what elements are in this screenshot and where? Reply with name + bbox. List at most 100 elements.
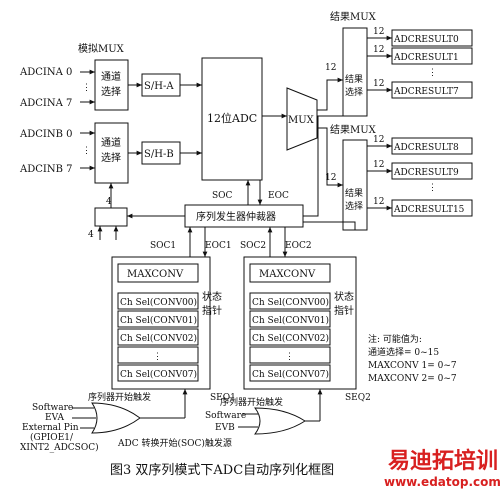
seq1-conv01-label: Ch Sel(CONV01) (120, 315, 197, 326)
channel-select-b-box (94, 122, 129, 184)
sequencer-arbiter-label: 序列发生器仲裁器 (196, 210, 276, 223)
watermark-url: www.edatop.com (384, 475, 500, 489)
bits-rb15: 12 (373, 197, 384, 207)
eva-label: EVA (45, 413, 64, 423)
xint-label: XINT2_ADCSOC) (20, 442, 99, 453)
seq1-label: SEQ1 (210, 393, 236, 403)
result-mux-bottom-box (342, 139, 368, 231)
bits-top-mux: 12 (325, 63, 336, 73)
eoc-label: EOC (268, 191, 289, 201)
channel-selector-box (94, 207, 128, 227)
bit4-label-bottom: 4 (88, 230, 94, 240)
result-top-1-label: ADCRESULT1 (393, 53, 459, 63)
evb-label: EVB (215, 423, 235, 433)
seq1-maxconv-label: MAXCONV (127, 269, 184, 280)
wire-mux-result-top (317, 77, 343, 111)
seq1-conv00-box (117, 292, 199, 310)
seq1-conv02-label: Ch Sel(CONV02) (120, 333, 197, 344)
channel-select-a-box (94, 59, 129, 111)
or-gate-seq2 (253, 407, 306, 435)
adcina7-label: ADCINA 7 (19, 98, 72, 109)
note-line3: MAXCONV 2= 0~7 (368, 374, 457, 384)
note-title: 注: 可能值为: (368, 333, 422, 345)
bits-rt0: 12 (373, 27, 384, 37)
adc-box (201, 57, 263, 181)
software-label-2: Software (205, 411, 246, 421)
figure-caption: 图3 双序列模式下ADC自动序列化框图 (110, 463, 334, 478)
soc1-label: SOC1 (150, 241, 176, 251)
seq2-label: SEQ2 (345, 393, 371, 403)
note-line2: MAXCONV 1= 0~7 (368, 361, 457, 371)
seq1-conv01-box (117, 310, 199, 328)
seq1-maxconv-box (117, 263, 199, 283)
result-top-7-label: ADCRESULT7 (393, 87, 459, 97)
wire-mux-result-bottom (317, 127, 343, 188)
seq1-conv02-box (117, 328, 199, 346)
result-top-0-label: ADCRESULT0 (393, 35, 459, 45)
seq2-state-ptr-line2: 指针 (334, 304, 354, 317)
seq2-conv02-label: Ch Sel(CONV02) (252, 333, 329, 344)
seq2-trigger-label: 序列器开始触发 (220, 396, 283, 408)
wire-arbiter-result-top (303, 115, 343, 217)
bits-rb9: 12 (373, 160, 384, 170)
result-sel-bottom-line1: 结果 (345, 187, 363, 199)
results-bottom-vdots: ⋮ (428, 183, 437, 193)
adcinb0-label: ADCINB 0 (19, 129, 72, 140)
output-mux-shape (286, 87, 318, 151)
seq2-conv02-box (249, 328, 331, 346)
result-bottom-8-label: ADCRESULT8 (393, 143, 459, 153)
eoc1-label: EOC1 (205, 241, 232, 251)
result-mux-top-box (342, 27, 368, 117)
output-mux-label: MUX (288, 115, 315, 126)
seq2-conv01-box (249, 310, 331, 328)
bits-rt1: 12 (373, 45, 384, 55)
soc-label: SOC (212, 191, 233, 201)
channel-select-a-line2: 选择 (101, 85, 121, 98)
adc-label: 12位ADC (207, 111, 257, 125)
bits-rt7: 12 (373, 79, 384, 89)
gpio-label: (GPIOE1/ (30, 432, 74, 443)
result-bottom-15-label: ADCRESULT15 (393, 205, 465, 215)
sha-label: S/H-A (144, 81, 174, 92)
seq1-state-ptr-line1: 状态 (202, 290, 222, 303)
result-sel-top-line1: 结果 (345, 73, 363, 85)
soc2-label: SOC2 (240, 241, 266, 251)
result-sel-top-line2: 选择 (345, 86, 363, 98)
seq2-conv01-label: Ch Sel(CONV01) (252, 315, 329, 326)
seq2-maxconv-box (249, 263, 331, 283)
seq1-trigger-label: 序列器开始触发 (88, 391, 151, 403)
seq2-conv07-label: Ch Sel(CONV07) (252, 369, 329, 380)
software-label-1: Software (32, 403, 73, 413)
seq1-conv00-label: Ch Sel(CONV00) (120, 297, 197, 308)
result-mux-bottom-title: 结果MUX (330, 123, 377, 136)
soc-trigger-source-label: ADC 转换开始(SOC)触发源 (117, 437, 232, 449)
channel-select-b-line2: 选择 (101, 151, 121, 164)
or-gate-seq1 (91, 402, 141, 434)
seq2-conv00-box (249, 292, 331, 310)
channel-select-b-line1: 通道 (101, 136, 121, 149)
vdots-b: ⋮ (82, 146, 91, 156)
channel-select-a-line1: 通道 (101, 70, 121, 83)
note-line1: 通道选择= 0~15 (368, 346, 439, 358)
adcina0-label: ADCINA 0 (19, 67, 72, 78)
bit4-label-top: 4 (106, 197, 112, 207)
bits-rb8: 12 (373, 135, 384, 145)
vdots-a: ⋮ (82, 83, 91, 93)
bits-bottom-mux: 12 (325, 173, 336, 183)
wire-arbiter-result-bottom (303, 221, 356, 230)
seq2-maxconv-label: MAXCONV (259, 269, 316, 280)
seq2-vdots: ⋮ (285, 352, 294, 362)
result-sel-bottom-line2: 选择 (345, 200, 363, 212)
shb-label: S/H-B (144, 149, 174, 160)
adcinb7-label: ADCINB 7 (19, 164, 72, 175)
results-top-vdots: ⋮ (428, 68, 437, 78)
watermark-logo-text: 易迪拓培训 (388, 448, 498, 474)
result-bottom-9-label: ADCRESULT9 (393, 168, 459, 178)
seq2-vdots-box (249, 346, 331, 364)
mux-title: 模拟MUX (78, 42, 125, 55)
result-mux-top-title: 结果MUX (330, 10, 377, 23)
seq2-conv07-box (249, 364, 331, 382)
seq1-conv07-box (117, 364, 199, 382)
